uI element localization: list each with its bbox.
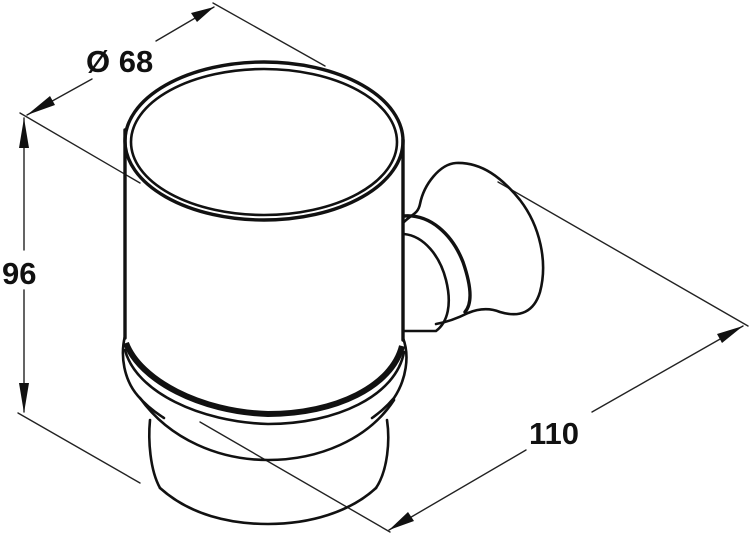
diameter-dimension: Ø 68	[19, 2, 326, 184]
diameter-extension-line-right	[212, 2, 326, 67]
base-side-left	[148, 418, 162, 490]
bracket-neck-inner	[402, 232, 450, 333]
holder-ring-band	[123, 341, 405, 418]
depth-arrow-lower-icon	[389, 512, 414, 530]
base-side-right	[374, 418, 390, 490]
depth-dimension: 110	[199, 181, 749, 533]
tumbler	[121, 60, 408, 526]
holder-lower-edge	[138, 396, 396, 462]
depth-label: 110	[529, 416, 579, 451]
depth-dimension-line-lower	[388, 449, 527, 531]
depth-extension-line-back	[497, 181, 749, 327]
depth-arrow-upper-icon	[717, 326, 743, 343]
height-arrow-upper-icon	[19, 118, 29, 148]
holder-rim-right	[370, 336, 408, 420]
diameter-arrow-lower-icon	[27, 96, 55, 115]
height-label: 96	[2, 256, 36, 291]
tumbler-rim-inner	[129, 67, 399, 217]
wall-bracket	[402, 161, 545, 333]
holder-rim-left	[121, 334, 166, 420]
diameter-label: Ø 68	[86, 44, 153, 79]
wall-flange-outline	[402, 161, 545, 326]
diameter-arrow-upper-icon	[191, 7, 214, 22]
height-arrow-lower-icon	[19, 383, 29, 413]
diameter-extension-line-left	[19, 112, 141, 184]
height-dimension: 96	[2, 117, 141, 484]
depth-dimension-line-upper	[591, 325, 744, 413]
tumbler-rim-outer	[123, 60, 405, 222]
depth-extension-line-front	[199, 421, 391, 533]
holder-ring-band-lower	[123, 348, 406, 426]
height-extension-line-bottom	[17, 412, 141, 484]
base-bottom-edge	[158, 486, 378, 526]
bracket-neck-outer	[402, 214, 472, 314]
